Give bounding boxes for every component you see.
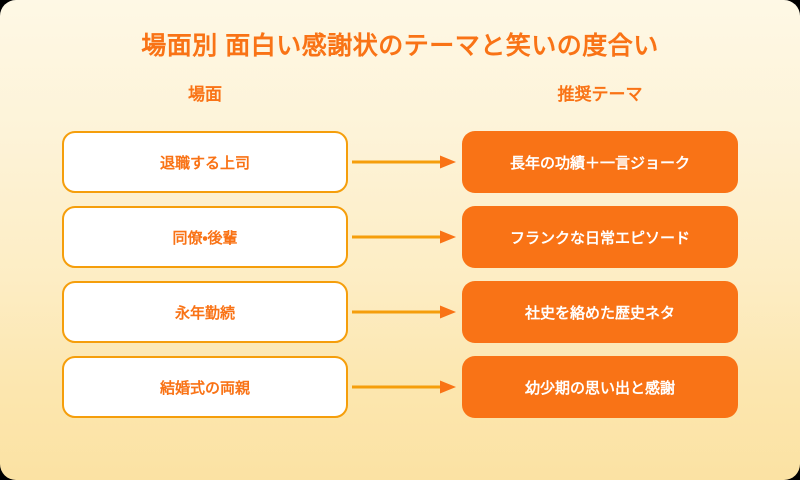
- theme-label: 幼少期の思い出と感謝: [524, 379, 675, 397]
- arrow-right-icon: [352, 305, 456, 319]
- theme-box[interactable]: 社史を絡めた歴史ネタ: [462, 281, 738, 343]
- column-header-theme: 推奨テーマ: [557, 85, 643, 104]
- arrow-right-icon: [352, 230, 456, 244]
- column-header-scene: 場面: [188, 85, 222, 104]
- scene-label: 退職する上司: [159, 154, 250, 172]
- page-title: 場面別 面白い感謝状のテーマと笑いの度合い: [141, 32, 659, 60]
- theme-label: フランクな日常エピソード: [509, 229, 690, 247]
- mapping-row: 結婚式の両親 幼少期の思い出と感謝: [0, 356, 800, 418]
- mapping-rows: 退職する上司 長年の功績＋一言ジョーク 同僚・後輩 フランクな日常エピソード: [0, 131, 800, 418]
- scene-box[interactable]: 同僚・後輩: [62, 206, 348, 268]
- scene-box[interactable]: 退職する上司: [62, 131, 348, 193]
- theme-box[interactable]: 長年の功績＋一言ジョーク: [462, 131, 738, 193]
- theme-box[interactable]: 幼少期の思い出と感謝: [462, 356, 738, 418]
- mapping-row: 同僚・後輩 フランクな日常エピソード: [0, 206, 800, 268]
- theme-label: 長年の功績＋一言ジョーク: [509, 154, 690, 172]
- theme-label: 社史を絡めた歴史ネタ: [524, 304, 675, 322]
- scene-label: 結婚式の両親: [159, 379, 250, 397]
- scene-label: 永年勤続: [174, 304, 235, 322]
- scene-box[interactable]: 永年勤続: [62, 281, 348, 343]
- mapping-row: 退職する上司 長年の功績＋一言ジョーク: [0, 131, 800, 193]
- mapping-row: 永年勤続 社史を絡めた歴史ネタ: [0, 281, 800, 343]
- scene-box[interactable]: 結婚式の両親: [62, 356, 348, 418]
- arrow-right-icon: [352, 380, 456, 394]
- arrow-right-icon: [352, 155, 456, 169]
- theme-box[interactable]: フランクな日常エピソード: [462, 206, 738, 268]
- scene-label: 同僚・後輩: [172, 229, 238, 247]
